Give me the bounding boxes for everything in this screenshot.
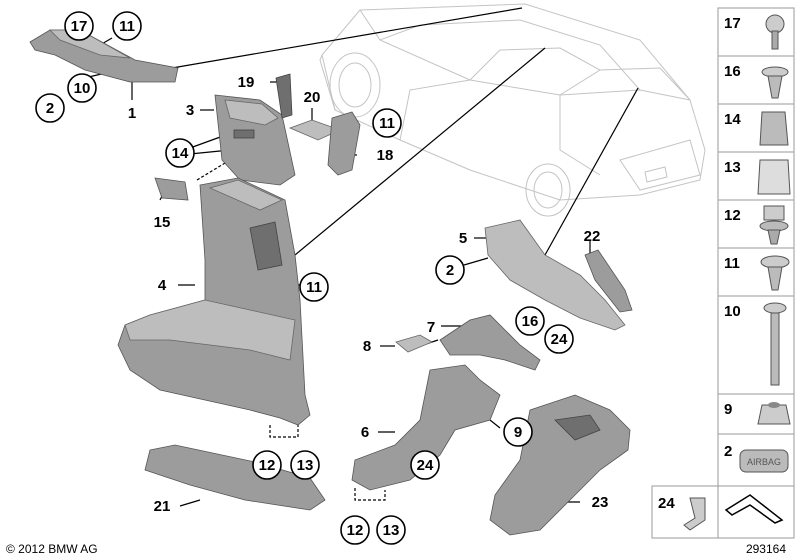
svg-text:2: 2	[46, 100, 54, 117]
part-8-clip	[395, 334, 433, 353]
svg-text:16: 16	[724, 63, 741, 80]
svg-text:12: 12	[259, 457, 276, 474]
label-7: 7	[427, 319, 435, 336]
car-outline	[319, 3, 706, 217]
legend-box-24: 24	[651, 485, 719, 539]
svg-text:10: 10	[74, 80, 91, 97]
legend-box-11: 11	[717, 247, 795, 297]
part-18-trim	[327, 111, 361, 176]
svg-text:16: 16	[522, 313, 539, 330]
label-5: 5	[459, 230, 467, 247]
svg-text:10: 10	[724, 303, 741, 320]
fastener-legend: 17 16 14 13 12 11	[651, 7, 795, 539]
svg-text:9: 9	[724, 401, 732, 418]
callout-13-a: 13	[290, 450, 320, 480]
airbag-badge	[739, 449, 789, 473]
copyright: © 2012 BMW AG	[6, 542, 98, 556]
callout-13-b: 13	[376, 515, 406, 545]
part-5-c-pillar-trim	[484, 219, 626, 331]
svg-text:17: 17	[724, 15, 741, 32]
label-20: 20	[304, 89, 321, 106]
legend-box-13: 13	[717, 151, 795, 201]
legend-box-14: 14	[717, 103, 795, 153]
part-3-b-pillar-upper	[214, 94, 296, 186]
legend-box-9: 9	[717, 393, 795, 435]
airbag-badge-text: AIRBAG	[747, 457, 781, 467]
legend-box-12: 12	[717, 199, 795, 249]
arrow-icon	[724, 494, 784, 524]
svg-text:11: 11	[379, 115, 395, 132]
svg-text:17: 17	[71, 18, 88, 35]
callout-12-b: 12	[340, 515, 370, 545]
callout-11-a: 11	[112, 11, 142, 41]
part-22-strip	[584, 249, 633, 313]
svg-text:13: 13	[297, 457, 314, 474]
label-19: 19	[238, 74, 255, 91]
svg-text:2: 2	[446, 262, 454, 279]
svg-text:9: 9	[514, 424, 522, 441]
legend-box-17: 17	[717, 7, 795, 57]
callout-24-a: 24	[544, 324, 574, 354]
part-4-b-pillar-lower	[117, 177, 311, 426]
svg-text:14: 14	[172, 145, 189, 162]
svg-text:11: 11	[119, 18, 135, 35]
legend-box-16: 16	[717, 55, 795, 105]
legend-box-arrow	[717, 485, 795, 539]
svg-text:11: 11	[306, 279, 322, 296]
label-15: 15	[154, 214, 171, 231]
label-21: 21	[154, 498, 171, 515]
svg-text:14: 14	[724, 111, 741, 128]
part-15-clip	[154, 177, 189, 201]
callout-11-b: 11	[372, 108, 402, 138]
callouts: 17 11 2 10 1 19 20 3 11 14 18 15 4 11 5 …	[35, 11, 609, 545]
callout-2-b: 2	[435, 255, 465, 285]
legend-box-10: 10	[717, 295, 795, 395]
callout-10: 10	[67, 73, 97, 103]
part-19-bracket	[275, 73, 293, 119]
callout-11-c: 11	[299, 272, 329, 302]
svg-text:24: 24	[551, 331, 568, 348]
label-22: 22	[584, 228, 601, 245]
callout-12-a: 12	[252, 450, 282, 480]
part-21-sill-trim	[144, 444, 326, 511]
svg-text:11: 11	[724, 255, 740, 272]
label-4: 4	[158, 277, 167, 294]
part-23-wheel-house	[489, 394, 631, 536]
callout-16: 16	[515, 306, 545, 336]
callout-14: 14	[165, 138, 195, 168]
svg-text:24: 24	[417, 457, 434, 474]
callout-24-b: 24	[410, 450, 440, 480]
label-1: 1	[128, 105, 136, 122]
svg-text:2: 2	[724, 443, 732, 460]
legend-box-2: 2 AIRBAG	[717, 433, 795, 487]
label-6: 6	[361, 424, 369, 441]
svg-text:13: 13	[724, 159, 741, 176]
diagram-id: 293164	[746, 542, 786, 556]
callout-2-a: 2	[35, 93, 65, 123]
part-1-a-pillar-trim	[29, 29, 179, 83]
svg-text:12: 12	[347, 522, 364, 539]
label-8: 8	[363, 338, 371, 355]
svg-text:13: 13	[383, 522, 400, 539]
callout-17: 17	[64, 11, 94, 41]
label-23: 23	[592, 494, 609, 511]
svg-text:24: 24	[658, 495, 675, 512]
label-3: 3	[186, 102, 194, 119]
part-7-trim	[439, 314, 541, 371]
label-18: 18	[377, 147, 394, 164]
callout-9: 9	[503, 417, 533, 447]
svg-text:12: 12	[724, 207, 741, 224]
